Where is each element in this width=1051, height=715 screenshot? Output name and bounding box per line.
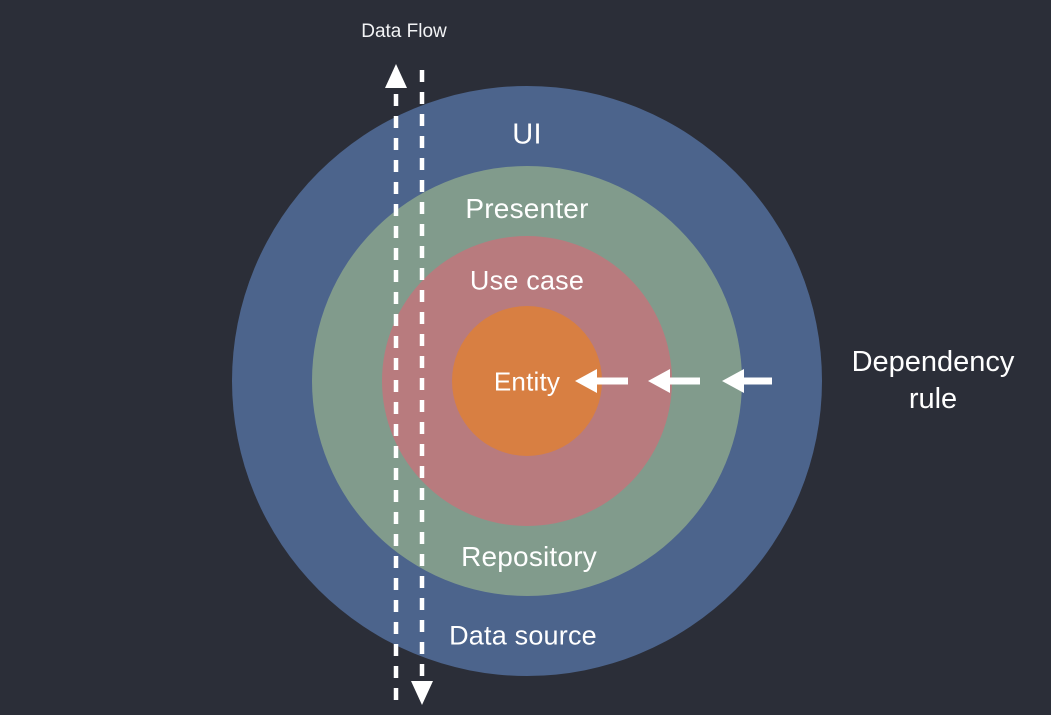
ring-label-entity: Entity (493, 366, 561, 397)
ring-label-presenter: Presenter (465, 193, 589, 224)
dependency-rule-line-2: rule (908, 383, 958, 415)
dependency-rule-line-1: Dependency (851, 345, 1015, 378)
ring-entity (452, 306, 602, 456)
dependency-arrow-1 (575, 369, 628, 393)
outbound-flow-line (411, 70, 433, 705)
ring-label-repository: Repository (461, 541, 597, 572)
data-flow-label: Data Flow (361, 21, 447, 42)
ring-label-use-case: Use case (469, 265, 585, 296)
dependency-arrow-2 (648, 369, 700, 393)
inbound-flow-line (385, 64, 407, 700)
dependency-rule-label: Dependency rule (852, 344, 1015, 418)
ring-label-ui: UI (512, 118, 542, 151)
dependency-arrow-3 (722, 369, 772, 393)
ring-label-data-source: Data source (449, 620, 597, 651)
